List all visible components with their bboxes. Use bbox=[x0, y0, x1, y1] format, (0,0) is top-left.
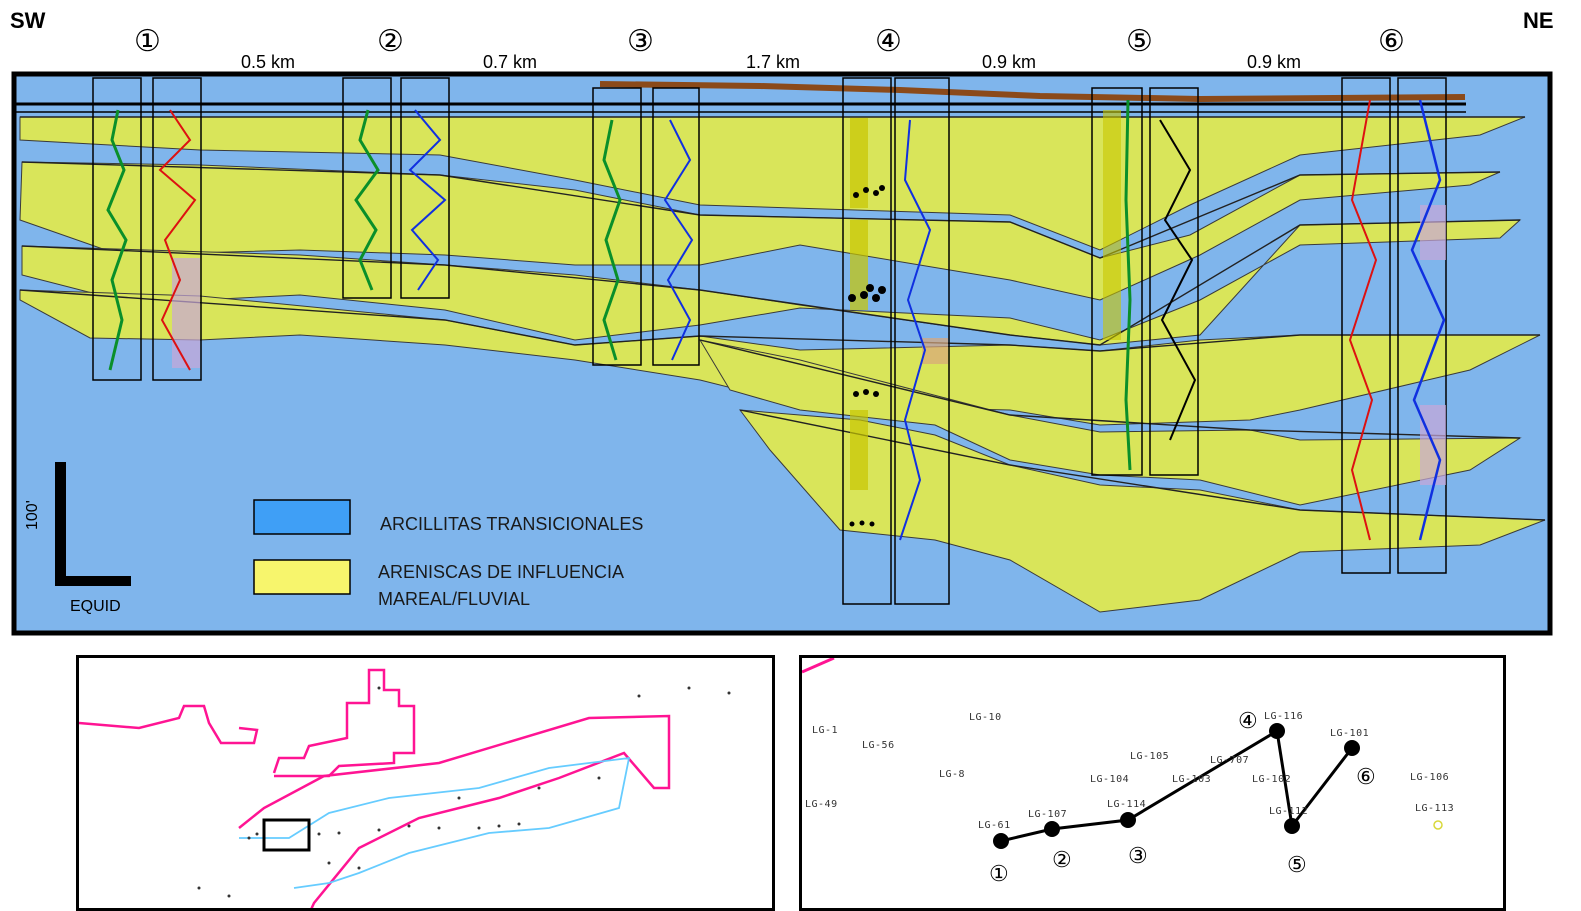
well-dot bbox=[198, 887, 201, 890]
legend-label-shale: ARCILLITAS TRANSICIONALES bbox=[380, 514, 643, 535]
pebble bbox=[863, 389, 869, 395]
section-well-node-3 bbox=[1120, 812, 1136, 828]
section-well-node-4 bbox=[1269, 723, 1285, 739]
legend-label-sand-line2: MAREAL/FLUVIAL bbox=[378, 589, 530, 610]
section-well-node-5 bbox=[1284, 818, 1300, 834]
scale-label-vertical: 100' bbox=[24, 500, 42, 530]
scale-bar-horizontal bbox=[55, 576, 131, 586]
block-polygon-west bbox=[79, 706, 257, 743]
pebble bbox=[878, 286, 886, 294]
well-dot bbox=[378, 687, 381, 690]
well-label-lg-49: LG-49 bbox=[805, 799, 838, 810]
well-label-lg-61: LG-61 bbox=[978, 820, 1011, 831]
well-dot bbox=[458, 797, 461, 800]
map-number-1: ① bbox=[989, 861, 1009, 887]
well-dot bbox=[598, 777, 601, 780]
well-label-lg-112: LG-112 bbox=[1269, 806, 1308, 817]
pebble bbox=[873, 190, 879, 196]
well-5-sand-shade bbox=[1103, 110, 1121, 340]
well-dot bbox=[378, 829, 381, 832]
well-label-lg-56: LG-56 bbox=[862, 740, 895, 751]
well-label-lg-105: LG-105 bbox=[1130, 751, 1169, 762]
index-map bbox=[79, 658, 775, 911]
pebble bbox=[870, 522, 875, 527]
well-marker bbox=[1434, 821, 1442, 829]
well-4-sand-shade-3 bbox=[850, 410, 868, 490]
pebble bbox=[873, 391, 879, 397]
index-map-panel bbox=[76, 655, 775, 911]
pebble bbox=[863, 187, 869, 193]
other-well-markers bbox=[1434, 821, 1442, 829]
well-dot bbox=[408, 825, 411, 828]
well-label-lg-1: LG-1 bbox=[812, 725, 838, 736]
pebble bbox=[879, 185, 885, 191]
well-label-lg-10: LG-10 bbox=[969, 712, 1002, 723]
well-dot bbox=[478, 827, 481, 830]
well-dot bbox=[518, 823, 521, 826]
section-well-node-2 bbox=[1044, 821, 1060, 837]
section-well-node-6 bbox=[1344, 740, 1360, 756]
well-label-lg-106: LG-106 bbox=[1410, 772, 1449, 783]
well-dot bbox=[358, 867, 361, 870]
well-label-lg-114: LG-114 bbox=[1107, 799, 1146, 810]
well-dots bbox=[198, 687, 731, 898]
pebble bbox=[853, 192, 859, 198]
pebble bbox=[848, 294, 856, 302]
map-number-4: ④ bbox=[1238, 708, 1258, 734]
pebble bbox=[853, 391, 859, 397]
block-polygon-north bbox=[274, 670, 414, 776]
well-dot bbox=[438, 827, 441, 830]
well-label-lg-113: LG-113 bbox=[1415, 803, 1454, 814]
well-label-lg-102: LG-102 bbox=[1252, 774, 1291, 785]
well-dot bbox=[498, 825, 501, 828]
section-location-box bbox=[264, 820, 309, 850]
well-label-lg-101: LG-101 bbox=[1330, 728, 1369, 739]
well-dot bbox=[328, 862, 331, 865]
pebble bbox=[860, 291, 868, 299]
well-dot bbox=[688, 687, 691, 690]
well-dot bbox=[638, 695, 641, 698]
well-4-sand-shade-1 bbox=[850, 118, 868, 208]
well-dot bbox=[538, 787, 541, 790]
well-label-lg-103: LG-103 bbox=[1172, 774, 1211, 785]
legend-label-sand-line1: ARENISCAS DE INFLUENCIA bbox=[378, 562, 624, 583]
well-4-tan-shade bbox=[922, 338, 948, 364]
well-label-lg-107: LG-107 bbox=[1028, 809, 1067, 820]
well-dot bbox=[256, 833, 259, 836]
pebble bbox=[872, 294, 880, 302]
scale-label-horizontal: EQUID bbox=[70, 598, 121, 616]
block-polygon-main bbox=[239, 716, 669, 911]
well-dot bbox=[248, 837, 251, 840]
well-dot bbox=[338, 832, 341, 835]
well-dot bbox=[728, 692, 731, 695]
field-polygon bbox=[239, 758, 629, 888]
well-label-lg-8: LG-8 bbox=[939, 769, 965, 780]
pebble bbox=[850, 522, 855, 527]
well-1-shade bbox=[172, 258, 200, 368]
map-number-6: ⑥ bbox=[1356, 764, 1376, 790]
legend-swatch-sand bbox=[254, 560, 350, 594]
block-edge bbox=[802, 658, 834, 672]
map-number-3: ③ bbox=[1128, 843, 1148, 869]
location-map bbox=[802, 658, 1506, 911]
legend-swatch-shale bbox=[254, 500, 350, 534]
pebble bbox=[866, 284, 874, 292]
map-number-2: ② bbox=[1052, 847, 1072, 873]
well-label-lg-104: LG-104 bbox=[1090, 774, 1129, 785]
map-number-5: ⑤ bbox=[1287, 852, 1307, 878]
well-dot bbox=[228, 895, 231, 898]
section-well-node-1 bbox=[993, 833, 1009, 849]
well-label-lg-707: LG-707 bbox=[1210, 755, 1249, 766]
pebble bbox=[860, 521, 865, 526]
stratigraphic-cross-section bbox=[0, 0, 1581, 640]
location-map-panel: LG-1 LG-56 LG-10 LG-8 LG-49 LG-105 LG-10… bbox=[799, 655, 1506, 911]
well-label-lg-116: LG-116 bbox=[1264, 711, 1303, 722]
well-6-shade-1 bbox=[1420, 205, 1446, 260]
scale-bar-vertical bbox=[55, 462, 66, 586]
section-well-nodes bbox=[993, 723, 1360, 849]
well-dot bbox=[318, 833, 321, 836]
